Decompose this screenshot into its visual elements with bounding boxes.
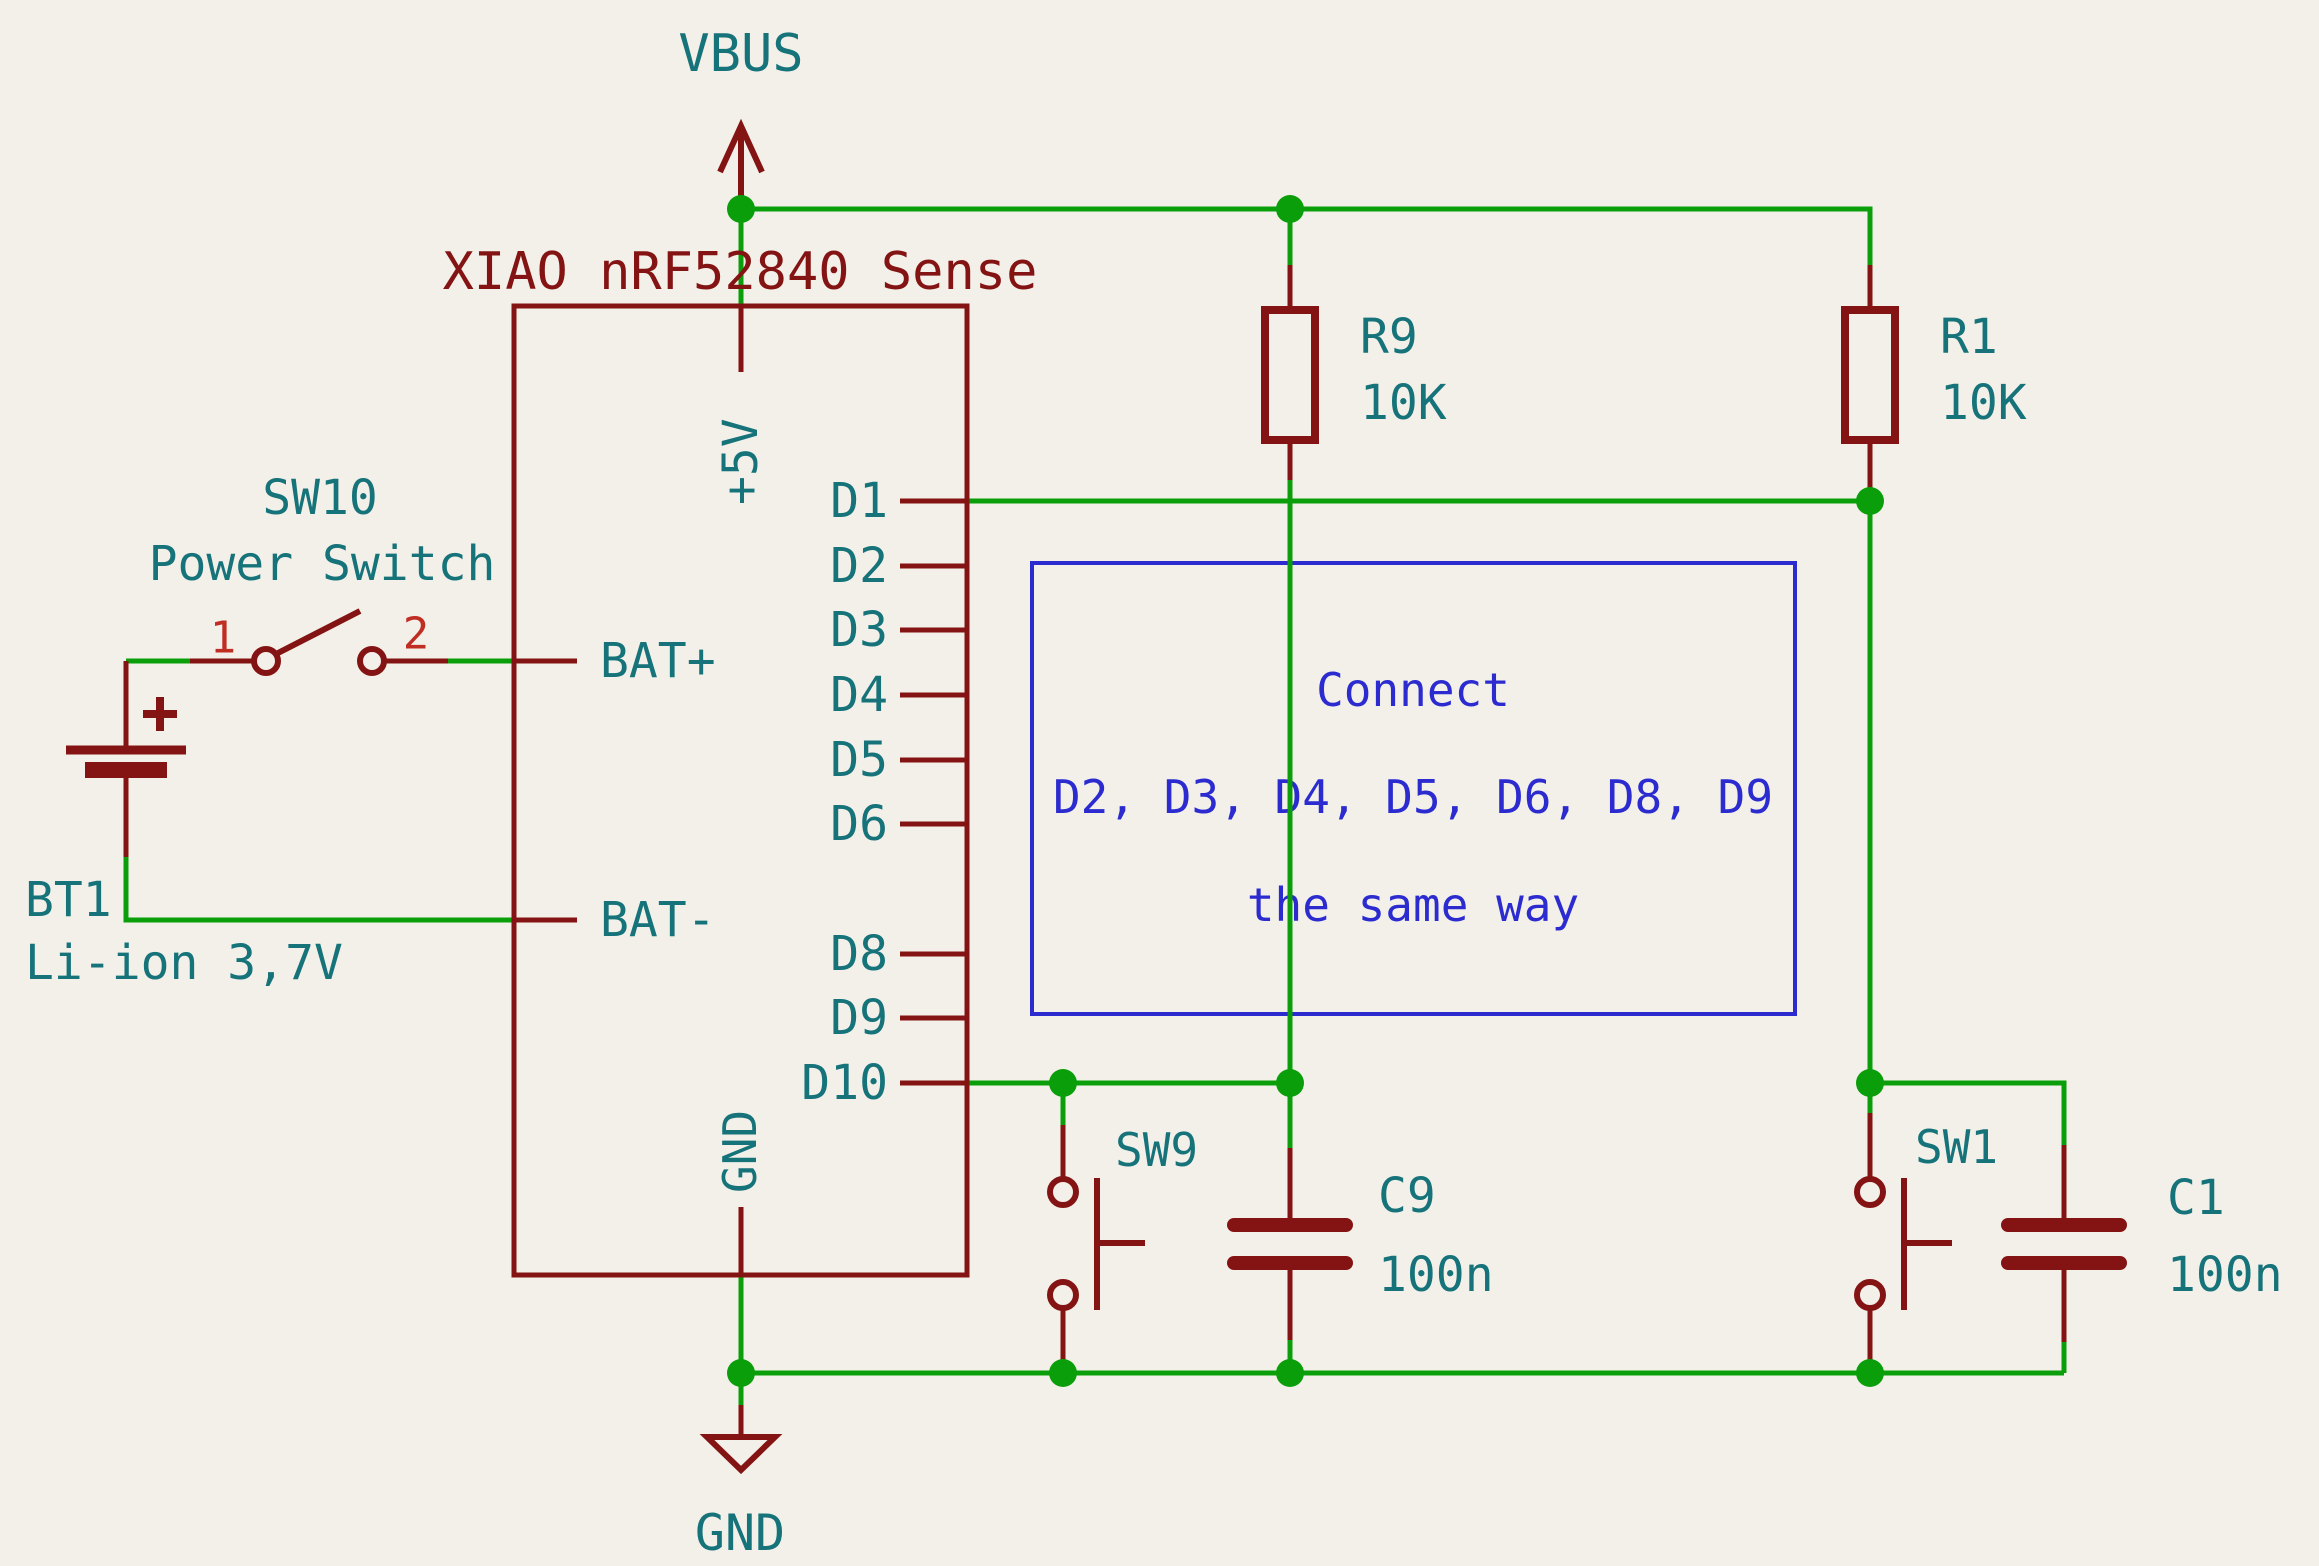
- mcu-xiao-symbol[interactable]: XIAO nRF52840 Sense +5V GND BAT+ BAT- D1…: [443, 242, 1038, 1278]
- note-box-border: [1030, 561, 1797, 1016]
- battery-ref: BT1: [25, 872, 112, 928]
- wires[interactable]: [123, 202, 2067, 1405]
- c1-ref: C1: [2167, 1170, 2225, 1226]
- pin-batminus-label: BAT-: [600, 892, 716, 948]
- junction-gnd-rail: [727, 1359, 755, 1387]
- pin-d2-label: D2: [830, 538, 888, 594]
- r9-body: [1261, 306, 1319, 444]
- pin-d6-label: D6: [830, 796, 888, 852]
- junction-vbus: [727, 195, 755, 223]
- pin-batplus-label: BAT+: [600, 633, 716, 689]
- sw9-ref: SW9: [1115, 1123, 1198, 1177]
- note-box[interactable]: Connect D2, D3, D4, D5, D6, D8, D9 the s…: [1030, 561, 1797, 1016]
- sw10-contact-2: [357, 646, 387, 676]
- gnd-triangle-icon: [699, 1434, 783, 1475]
- pin-d1-label: D1: [830, 473, 888, 529]
- pin-d5-label: D5: [830, 732, 888, 788]
- sw9-contact-top: [1047, 1176, 1079, 1208]
- mcu-label: XIAO nRF52840 Sense: [443, 242, 1038, 302]
- pin-d10-label: D10: [801, 1055, 888, 1111]
- sw1-ref: SW1: [1915, 1120, 1998, 1174]
- junction-r9-top: [1276, 195, 1304, 223]
- sw9-contact-bottom: [1047, 1279, 1079, 1311]
- wire-top-rail[interactable]: [741, 206, 1873, 265]
- battery-plus-icon: [143, 697, 177, 731]
- r1-value: 10K: [1940, 375, 2027, 431]
- pin-5v-label: +5V: [713, 418, 769, 505]
- sw10-pin-number-1: 1: [210, 613, 237, 664]
- sw10-ref: SW10: [262, 470, 378, 526]
- junction-d10-sw9: [1049, 1069, 1077, 1097]
- r1-ref: R1: [1940, 309, 1998, 365]
- resistor-r9-symbol[interactable]: R9 10K: [1261, 265, 1447, 480]
- junction-d1-r1: [1856, 487, 1884, 515]
- pin-d8-label: D8: [830, 926, 888, 982]
- sw10-actuator: [276, 608, 362, 656]
- sw10-value: Power Switch: [149, 536, 496, 592]
- wire-c1-branch[interactable]: [1870, 1080, 2067, 1145]
- note-line-3: the same way: [1247, 878, 1579, 932]
- pin-gnd-label: GND: [713, 1110, 767, 1193]
- sw1-contact-bottom: [1854, 1279, 1886, 1311]
- sw10-pin-number-2: 2: [403, 609, 430, 660]
- power-switch-sw10-symbol[interactable]: SW10 Power Switch 1 2: [149, 470, 496, 676]
- capacitor-c9-symbol[interactable]: C9 100n: [1227, 1148, 1494, 1340]
- note-line-1: Connect: [1316, 663, 1510, 717]
- r9-ref: R9: [1360, 309, 1418, 365]
- gnd-label: GND: [695, 1504, 785, 1562]
- battery-bt1-symbol[interactable]: BT1 Li-ion 3,7V: [25, 661, 343, 991]
- r1-body: [1841, 306, 1899, 444]
- junction-c9-rail: [1276, 1359, 1304, 1387]
- junction-d10-c9: [1276, 1069, 1304, 1097]
- c9-value: 100n: [1378, 1247, 1494, 1303]
- button-sw1-symbol[interactable]: SW1: [1854, 1113, 1998, 1362]
- junction-dots: [727, 195, 1884, 1387]
- button-sw9-symbol[interactable]: SW9: [1047, 1123, 1198, 1362]
- c9-ref: C9: [1378, 1168, 1436, 1224]
- sw1-contact-top: [1854, 1176, 1886, 1208]
- vbus-label: VBUS: [678, 24, 803, 84]
- resistor-r1-symbol[interactable]: R1 10K: [1841, 265, 2027, 501]
- pin-d9-label: D9: [830, 990, 888, 1046]
- capacitor-c1-symbol[interactable]: C1 100n: [2001, 1145, 2283, 1342]
- r9-value: 10K: [1360, 375, 1447, 431]
- junction-sw1-c1: [1856, 1069, 1884, 1097]
- vbus-power-flag[interactable]: VBUS: [678, 24, 804, 202]
- junction-sw1-rail: [1856, 1359, 1884, 1387]
- gnd-power-symbol[interactable]: GND: [695, 1405, 785, 1562]
- note-line-2: D2, D3, D4, D5, D6, D8, D9: [1053, 770, 1773, 824]
- battery-value: Li-ion 3,7V: [25, 935, 343, 991]
- wire-battery-to-batminus[interactable]: [123, 857, 514, 923]
- junction-sw9-rail: [1049, 1359, 1077, 1387]
- pin-d4-label: D4: [830, 667, 888, 723]
- pin-d3-label: D3: [830, 602, 888, 658]
- sw10-contact-1: [251, 646, 281, 676]
- c1-value: 100n: [2167, 1247, 2283, 1303]
